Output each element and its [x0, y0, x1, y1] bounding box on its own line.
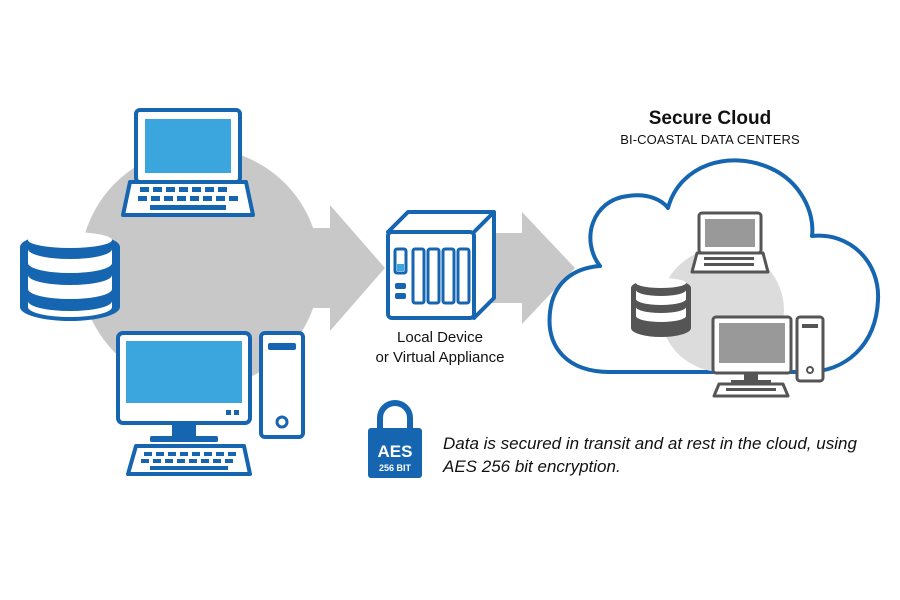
desktop-computer-icon: [116, 331, 305, 476]
padlock-icon: AES 256 BIT: [368, 400, 422, 478]
laptop-icon: [690, 211, 770, 274]
database-icon: [631, 278, 691, 337]
cloud-icon: [547, 158, 881, 398]
aes-badge-label: AES: [378, 442, 413, 461]
encryption-note: Data is secured in transit and at rest i…: [443, 434, 857, 476]
database-icon: [20, 232, 120, 321]
desktop-computer-icon: [711, 315, 825, 398]
nas-device-icon: [386, 210, 496, 320]
local-device-label-line2: or Virtual Appliance: [375, 349, 505, 366]
local-device-label-line1: Local Device: [397, 329, 483, 346]
cloud-subtitle: BI-COASTAL DATA CENTERS: [620, 132, 800, 147]
arrow-icon: [490, 212, 575, 324]
cloud-title: Secure Cloud: [648, 108, 772, 129]
aes-badge-sublabel: 256 BIT: [379, 463, 412, 473]
laptop-icon: [121, 108, 255, 217]
arrow-icon: [255, 205, 385, 331]
local-device-label: Local Device or Virtual Appliance: [340, 328, 540, 368]
